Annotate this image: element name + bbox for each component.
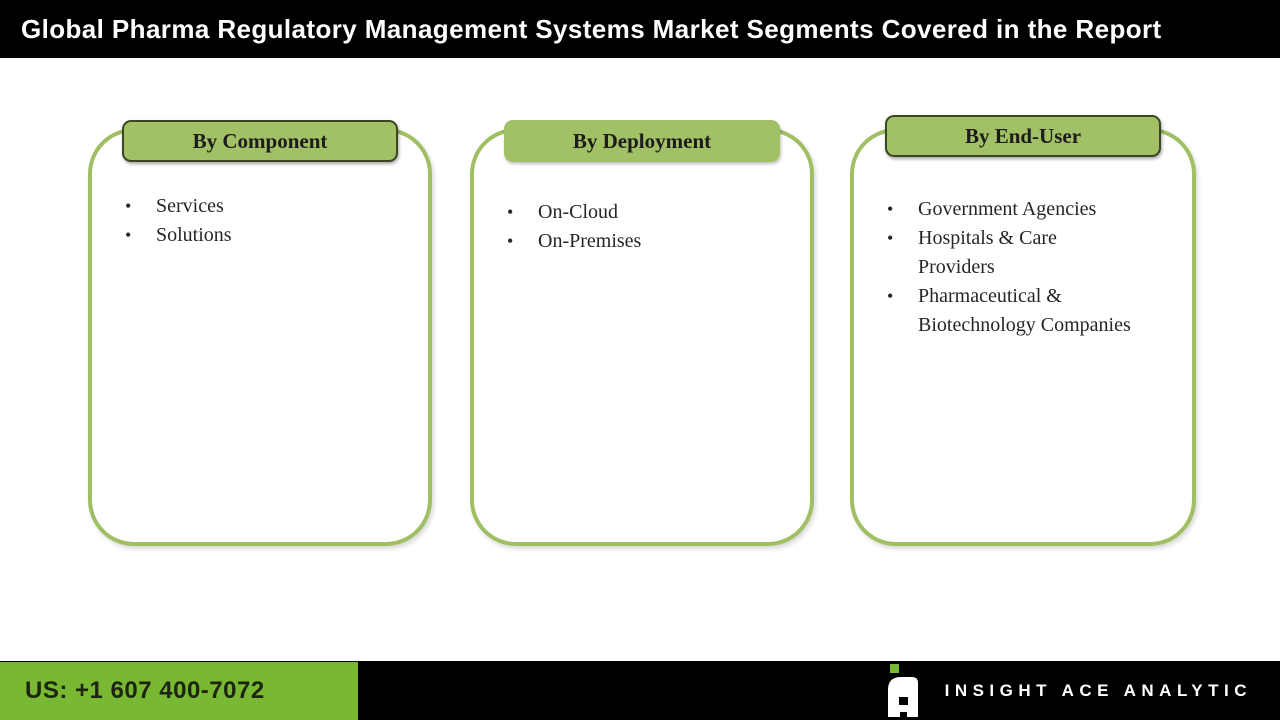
list-item: Services [122, 192, 412, 221]
list-item: On-Cloud [504, 198, 794, 227]
footer-bar: US: +1 607 400-7072 INSIGHT ACE ANALYTIC [0, 661, 1280, 720]
title-bar: Global Pharma Regulatory Management Syst… [0, 0, 1280, 58]
list-item: Government Agencies [884, 195, 1132, 224]
list-item: Hospitals & Care Providers [884, 224, 1132, 282]
panel-header-by-component: By Component [122, 120, 398, 162]
phone-number: US: +1 607 400-7072 [25, 677, 265, 704]
list-item: Solutions [122, 221, 412, 250]
panel-header-by-end-user: By End-User [885, 115, 1161, 157]
segment-list-deployment: On-Cloud On-Premises [474, 198, 810, 256]
brand-block: INSIGHT ACE ANALYTIC [885, 661, 1252, 720]
panel-by-end-user: By End-User Government Agencies Hospital… [850, 115, 1196, 546]
segment-list-end-user: Government Agencies Hospitals & Care Pro… [854, 195, 1192, 340]
phone-block: US: +1 607 400-7072 [0, 662, 358, 720]
panel-header-by-deployment: By Deployment [504, 120, 780, 162]
list-item: On-Premises [504, 227, 794, 256]
list-item: Pharmaceutical & Biotechnology Companies [884, 282, 1132, 340]
insight-ace-a-logo-icon [887, 664, 918, 717]
page-title: Global Pharma Regulatory Management Syst… [21, 13, 1162, 44]
panel-by-deployment: By Deployment On-Cloud On-Premises [470, 120, 814, 546]
panel-by-component: By Component Services Solutions [88, 120, 432, 546]
segment-list-component: Services Solutions [92, 192, 428, 250]
brand-name: INSIGHT ACE ANALYTIC [944, 680, 1252, 700]
